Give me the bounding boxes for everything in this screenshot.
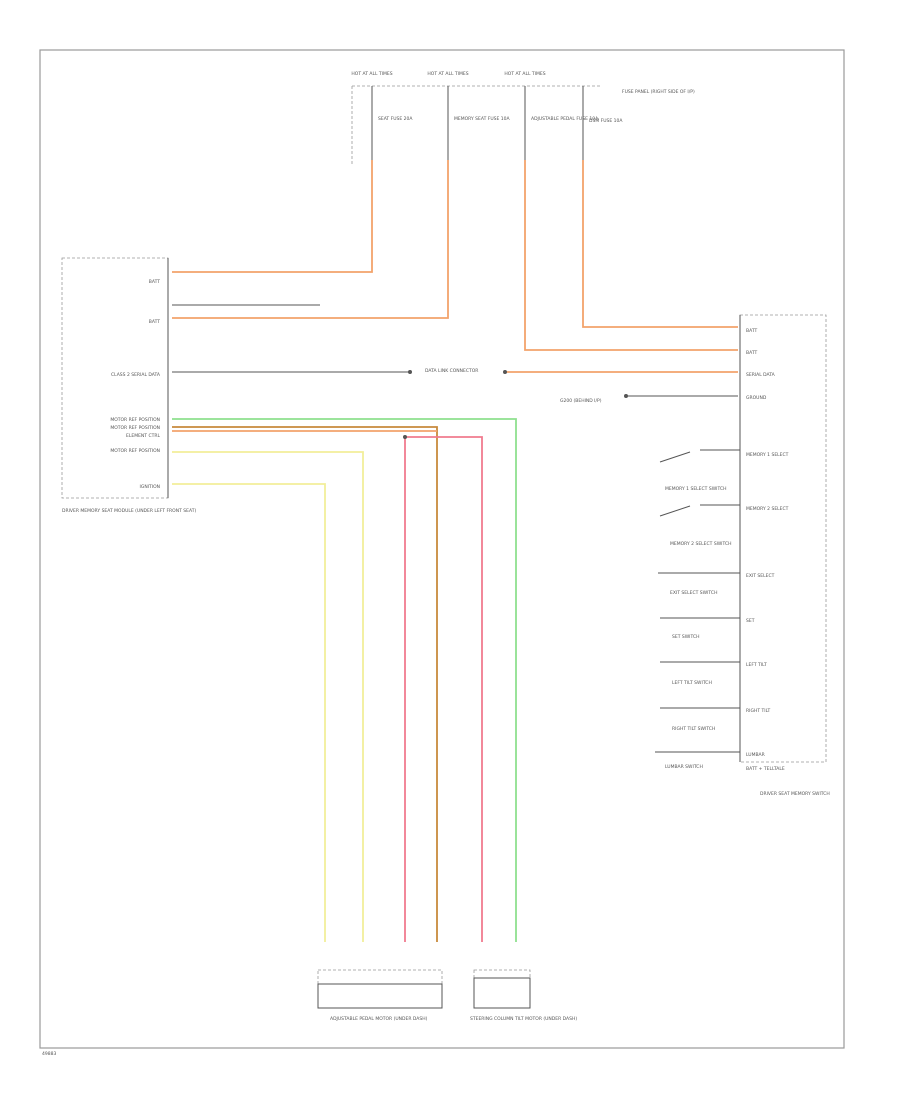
fuse-4-name: DSM FUSE 10A xyxy=(589,118,623,124)
fuse-1-hot-label: HOT AT ALL TIMES xyxy=(351,71,392,77)
switch-label-4: SET SWITCH xyxy=(672,634,700,640)
mem-pin-11: LUMBAR xyxy=(746,752,765,758)
fuse-1: HOT AT ALL TIMES SEAT FUSE 20A xyxy=(351,71,413,160)
dsm-pin-2: BATT xyxy=(149,319,160,325)
fuse-panel: HOT AT ALL TIMES SEAT FUSE 20A HOT AT AL… xyxy=(351,71,695,165)
fuse-3-name: ADJUSTABLE PEDAL FUSE 10A xyxy=(531,116,599,122)
adjustable-pedal-motor: ADJUSTABLE PEDAL MOTOR (UNDER DASH) xyxy=(317,969,443,1022)
mem-pin-6: MEMORY 2 SELECT xyxy=(746,506,789,512)
dsm-pin-7: MOTOR REF POSITION xyxy=(110,448,160,454)
wires xyxy=(172,160,738,942)
dsm-pin-1: BATT xyxy=(149,279,160,285)
steering-column-tilt-motor: STEERING COLUMN TILT MOTOR (UNDER DASH) xyxy=(470,969,577,1022)
fuse-2-name: MEMORY SEAT FUSE 10A xyxy=(454,116,511,122)
mem-pin-5: MEMORY 1 SELECT xyxy=(746,452,789,458)
mem-caption: DRIVER SEAT MEMORY SWITCH xyxy=(760,791,830,797)
diagram-id: 49883 xyxy=(42,1051,56,1057)
driver-memory-seat-module: BATT BATT CLASS 2 SERIAL DATA MOTOR REF … xyxy=(61,257,196,514)
fuse-4: DSM FUSE 10A xyxy=(582,86,623,160)
junctions: DATA LINK CONNECTOR G200 (BEHIND I/P) xyxy=(403,368,628,439)
ground-label: G200 (BEHIND I/P) xyxy=(560,398,602,404)
wire-red-2 xyxy=(405,436,483,942)
fuse-panel-note: FUSE PANEL (RIGHT SIDE OF I/P) xyxy=(622,89,695,95)
mem-pin-4: GROUND xyxy=(746,395,767,401)
wire-brown xyxy=(172,426,438,942)
mem-pin-3: SERIAL DATA xyxy=(746,372,776,378)
fuse-3-hot-label: HOT AT ALL TIMES xyxy=(504,71,545,77)
switch-label-2: MEMORY 2 SELECT SWITCH xyxy=(670,541,731,547)
driver-seat-memory-switch: BATT BATT SERIAL DATA GROUND MEMORY 1 SE… xyxy=(655,314,830,797)
wire-orange-2 xyxy=(172,160,449,319)
switch-label-6: RIGHT TILT SWITCH xyxy=(672,726,715,732)
junction-label: DATA LINK CONNECTOR xyxy=(425,368,478,374)
mem-pin-10: RIGHT TILT xyxy=(746,708,770,714)
switch-label-3: EXIT SELECT SWITCH xyxy=(670,590,717,596)
wire-orange-3 xyxy=(524,160,738,351)
dsm-pin-5: MOTOR REF POSITION xyxy=(110,425,160,431)
switch-label-5: LEFT TILT SWITCH xyxy=(672,680,712,686)
mem-pin-1: BATT xyxy=(746,328,757,334)
dsm-pin-8: IGNITION xyxy=(140,484,161,490)
diagram-frame xyxy=(39,49,845,1049)
switch-label-7: LUMBAR SWITCH xyxy=(665,764,703,770)
mem-pin-7: EXIT SELECT xyxy=(746,573,775,579)
wire-orange-4 xyxy=(582,160,738,328)
wire-orange-1 xyxy=(172,160,373,273)
wire-yellow-2 xyxy=(172,483,326,942)
dsm-pin-4: MOTOR REF POSITION xyxy=(110,417,160,423)
dsm-caption: DRIVER MEMORY SEAT MODULE (UNDER LEFT FR… xyxy=(62,508,196,514)
wire-green xyxy=(172,418,517,942)
fuse-1-name: SEAT FUSE 20A xyxy=(378,116,413,122)
fuse-2: HOT AT ALL TIMES MEMORY SEAT FUSE 10A xyxy=(427,71,511,160)
dsm-pin-6: ELEMENT CTRL xyxy=(126,433,160,439)
mem-pin-8: SET xyxy=(746,618,755,624)
mem-pin-12: BATT + TELLTALE xyxy=(746,766,785,772)
mem-pin-9: LEFT TILT xyxy=(746,662,767,668)
pedal-motor-caption: ADJUSTABLE PEDAL MOTOR (UNDER DASH) xyxy=(330,1016,428,1022)
dsm-pin-3: CLASS 2 SERIAL DATA xyxy=(111,372,161,378)
mem-pin-2: BATT xyxy=(746,350,757,356)
tilt-motor-caption: STEERING COLUMN TILT MOTOR (UNDER DASH) xyxy=(470,1016,577,1022)
fuse-2-hot-label: HOT AT ALL TIMES xyxy=(427,71,468,77)
wire-yellow-1 xyxy=(172,451,364,942)
switch-label-1: MEMORY 1 SELECT SWITCH xyxy=(665,486,726,492)
fuse-3: HOT AT ALL TIMES ADJUSTABLE PEDAL FUSE 1… xyxy=(504,71,599,160)
